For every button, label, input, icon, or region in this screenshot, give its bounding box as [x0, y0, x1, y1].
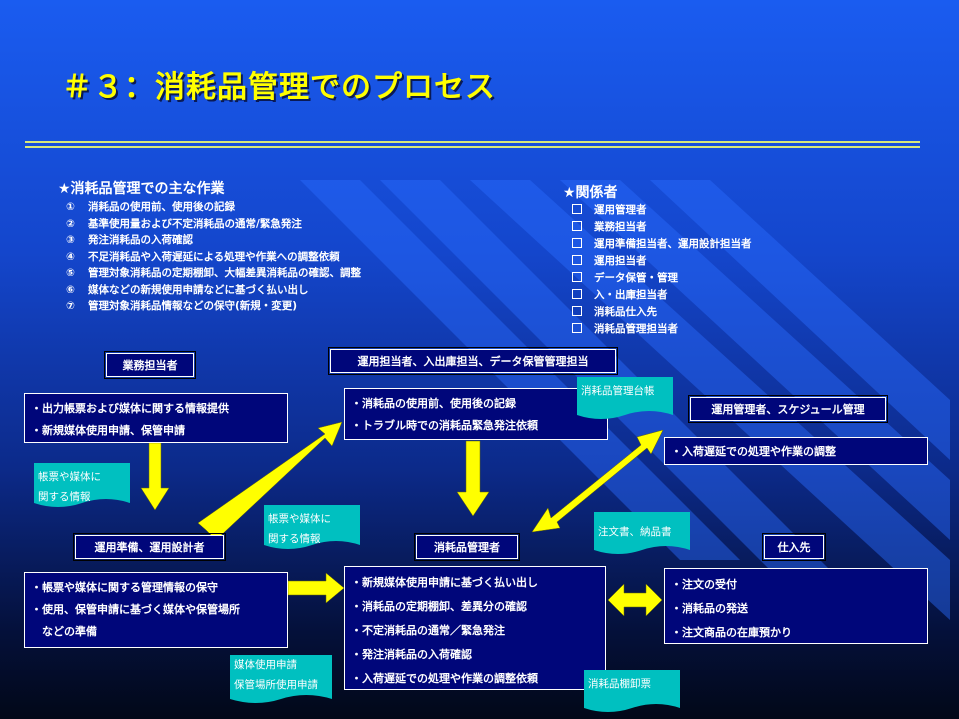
doc-media-request: 媒体使用申請保管場所使用申請 [230, 655, 332, 705]
tasks-business: ・出力帳票および媒体に関する情報提供 ・新規媒体使用申請、保管申請 [24, 393, 288, 443]
doc-order-slip: 注文書、納品書 [594, 512, 690, 556]
stakeholder-item: 消耗品仕入先 [572, 304, 752, 321]
doc-form-info-1: 帳票や媒体に関する情報 [34, 463, 130, 509]
title-divider-top [25, 141, 920, 143]
arrow-business-to-prep [140, 442, 170, 511]
arrow-manager-supplier [607, 583, 663, 617]
stakeholder-item: 消耗品管理担当者 [572, 321, 752, 338]
title-divider-bottom [25, 146, 920, 148]
stakeholder-item: 入・出庫担当者 [572, 287, 752, 304]
arrow-prep-to-manager [287, 572, 345, 604]
tasks-ops-prep: ・帳票や媒体に関する管理情報の保守 ・使用、保管申請に基づく媒体や保管場所 など… [24, 572, 288, 648]
checkbox-icon [572, 306, 582, 316]
main-tasks-heading: ★消耗品管理での主な作業 [58, 181, 225, 197]
checkbox-icon [572, 323, 582, 333]
stakeholder-item: 業務担当者 [572, 219, 752, 236]
stakeholders-heading: ★関係者 [563, 185, 618, 201]
stakeholder-item: 運用準備担当者、運用設計担当者 [572, 236, 752, 253]
role-operator: 運用担当者、入出庫担当、データ保管管理担当 [328, 347, 618, 375]
arrow-operator-to-manager [456, 440, 490, 517]
stakeholders-list: 運用管理者 業務担当者 運用準備担当者、運用設計担当者 運用担当者 データ保管・… [572, 202, 752, 338]
role-business: 業務担当者 [104, 351, 196, 379]
checkbox-icon [572, 238, 582, 248]
doc-form-info-2: 帳票や媒体に関する情報 [264, 505, 360, 551]
tasks-supplier: ・注文の受付 ・消耗品の発送 ・注文商品の在庫預かり [664, 568, 928, 644]
checkbox-icon [572, 221, 582, 231]
doc-inventory-slip: 消耗品棚卸票 [584, 670, 680, 714]
checkbox-icon [572, 289, 582, 299]
tasks-ops-manager: ・入荷遅延での処理や作業の調整 [664, 437, 928, 465]
stakeholder-item: 運用担当者 [572, 253, 752, 270]
arrow-prep-to-operator [197, 421, 343, 541]
tasks-operator: ・消耗品の使用前、使用後の記録 ・トラブル時での消耗品緊急発注依頼 [344, 388, 608, 440]
role-ops-prep: 運用準備、運用設計者 [73, 533, 226, 561]
checkbox-icon [572, 255, 582, 265]
role-supplier: 仕入先 [762, 533, 826, 561]
doc-ledger: 消耗品管理台帳 [577, 377, 673, 421]
stakeholder-item: 運用管理者 [572, 202, 752, 219]
stakeholder-item: データ保管・管理 [572, 270, 752, 287]
role-consumables-manager: 消耗品管理者 [414, 533, 520, 561]
page-title: ＃３：消耗品管理でのプロセス [62, 70, 496, 105]
tasks-consumables-manager: ・新規媒体使用申請に基づく払い出し ・消耗品の定期棚卸、差異分の確認 ・不定消耗… [344, 566, 606, 690]
checkbox-icon [572, 204, 582, 214]
role-ops-manager: 運用管理者、スケジュール管理 [688, 395, 888, 423]
arrow-manager-opsmanager [531, 429, 664, 533]
checkbox-icon [572, 272, 582, 282]
